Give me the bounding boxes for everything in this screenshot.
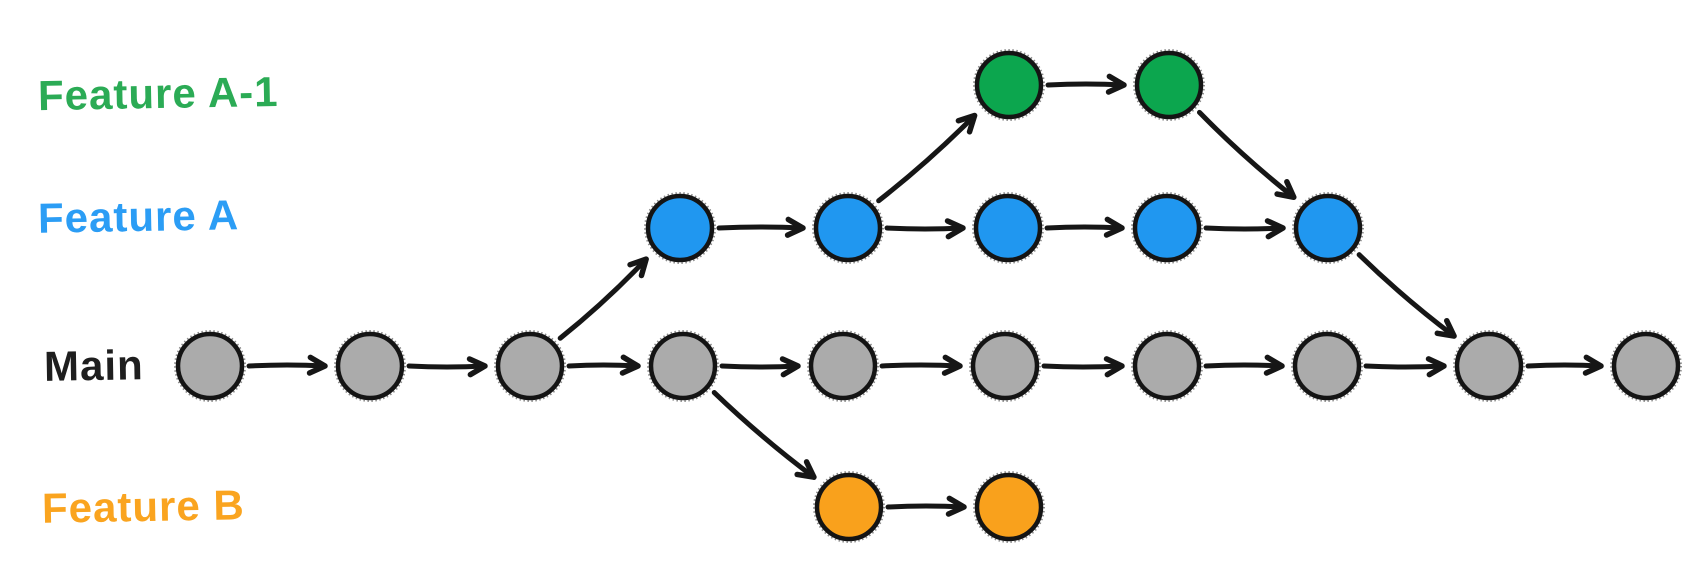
commit-node-feature-a-2: [973, 193, 1043, 263]
arrow-shaft-main-3: [719, 363, 801, 370]
arrowhead-branch-out-0: [627, 256, 649, 279]
arrowhead-feature-a-1-0: [1105, 73, 1127, 95]
commit-node-main-9: [1611, 331, 1681, 401]
commit-node-feature-a-4: [1293, 193, 1363, 263]
arrowhead-main-6: [1263, 354, 1285, 376]
commit-node-feature-b-0: [814, 472, 884, 542]
commit-node-rim-main-8: [1453, 330, 1525, 402]
branch-label-feature-b: Feature B: [41, 481, 246, 532]
commit-node-rim-main-2: [494, 330, 566, 402]
branch-label-main: Main: [43, 341, 145, 390]
arrowhead-main-7: [1425, 356, 1447, 378]
arrowhead-main-8: [1582, 354, 1604, 376]
arrowhead-feature-b-0: [945, 495, 967, 517]
commit-node-main-5: [970, 331, 1040, 401]
commit-node-rim-feature-a-1-1: [1133, 49, 1205, 121]
arrow-shaft-main-8: [1525, 362, 1604, 369]
commit-node-rim-feature-b-0: [813, 471, 885, 543]
commit-node-rim-main-9: [1610, 330, 1682, 402]
arrow-shaft-feature-a-1: [884, 225, 966, 232]
commit-node-main-7: [1292, 331, 1362, 401]
commit-node-rim-main-6: [1131, 330, 1203, 402]
commit-node-rim-main-4: [807, 330, 879, 402]
arrow-shaft-main-7: [1363, 363, 1447, 370]
arrow-shaft-feature-a-3: [1203, 225, 1286, 232]
commit-node-main-6: [1132, 331, 1202, 401]
arrowhead-feature-a-2: [1103, 216, 1125, 238]
arrow-shaft-merge-2: [1196, 109, 1297, 200]
arrowhead-branch-out-1: [955, 112, 978, 135]
commit-node-rim-feature-a-1-0: [973, 49, 1045, 121]
commit-node-feature-a-1-1: [1134, 50, 1204, 120]
arrow-shaft-feature-a-1-0: [1045, 81, 1127, 88]
arrow-shaft-main-2: [566, 362, 641, 369]
commit-node-rim-main-3: [647, 330, 719, 402]
commit-node-rim-feature-a-4: [1292, 192, 1364, 264]
arrow-shaft-main-4: [879, 362, 963, 369]
arrow-shaft-feature-b-0: [885, 503, 967, 510]
commit-node-rim-feature-a-2: [972, 192, 1044, 264]
arrow-shaft-branch-out-4: [711, 390, 817, 480]
arrow-shaft-branch-out-0: [557, 256, 649, 341]
commit-node-main-0: [175, 331, 245, 401]
arrowhead-main-2: [619, 354, 641, 376]
arrow-shaft-merge-3: [1356, 252, 1457, 339]
branch-label-feature-a-1: Feature A-1: [37, 67, 279, 120]
commit-node-rim-feature-a-3: [1131, 192, 1203, 264]
arrowhead-main-3: [779, 356, 801, 378]
arrowhead-feature-a-0: [784, 216, 806, 238]
arrowhead-merge-2: [1274, 178, 1297, 200]
arrow-shaft-main-1: [406, 363, 488, 370]
arrowhead-main-5: [1103, 356, 1125, 378]
commit-node-rim-main-1: [334, 330, 406, 402]
commit-node-rim-main-5: [969, 330, 1041, 402]
commit-node-feature-a-1: [813, 193, 883, 263]
arrow-shaft-feature-a-0: [716, 224, 806, 231]
commit-node-main-1: [335, 331, 405, 401]
arrowhead-main-0: [306, 354, 328, 376]
commit-node-rim-main-0: [174, 330, 246, 402]
commit-node-main-4: [808, 331, 878, 401]
commit-node-feature-a-0: [645, 193, 715, 263]
commit-node-feature-a-3: [1132, 193, 1202, 263]
commit-node-rim-main-7: [1291, 330, 1363, 402]
arrowhead-branch-out-4: [794, 459, 817, 480]
arrow-shaft-main-6: [1203, 362, 1285, 369]
commit-node-rim-feature-a-1: [812, 192, 884, 264]
commit-node-main-3: [648, 331, 718, 401]
arrow-shaft-main-5: [1041, 363, 1125, 370]
commit-node-main-2: [495, 331, 565, 401]
arrow-shaft-feature-a-2: [1044, 224, 1125, 231]
arrowhead-merge-3: [1434, 317, 1457, 339]
arrow-shaft-branch-out-1: [876, 113, 978, 204]
commit-node-feature-b-1: [974, 472, 1044, 542]
arrow-shaft-main-0: [246, 362, 328, 369]
commit-node-main-8: [1454, 331, 1524, 401]
commit-node-feature-a-1-0: [974, 50, 1044, 120]
arrowhead-feature-a-3: [1264, 218, 1286, 240]
arrowhead-feature-a-1: [944, 218, 966, 240]
arrowhead-main-4: [941, 354, 963, 376]
branch-label-feature-a: Feature A: [37, 191, 240, 242]
arrowhead-main-1: [466, 356, 488, 378]
commit-node-rim-feature-b-1: [973, 471, 1045, 543]
commit-node-rim-feature-a-0: [644, 192, 716, 264]
